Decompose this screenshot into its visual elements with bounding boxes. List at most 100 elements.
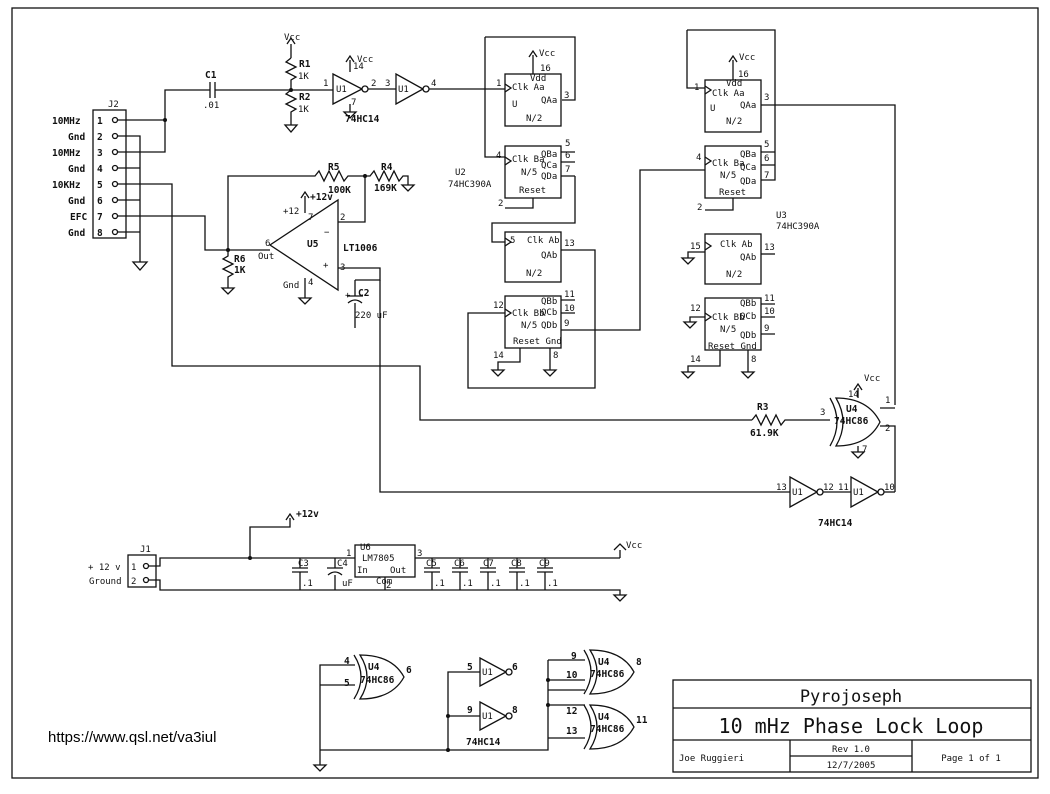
power-supply: J1 + 12 v Ground 1 2 +12v U6 LM7805 In O… [88, 509, 642, 602]
svg-text:Clk Bb: Clk Bb [512, 309, 545, 319]
svg-text:C3: C3 [298, 559, 309, 569]
svg-text:+12: +12 [283, 207, 299, 217]
j2-pin-label: Gnd [68, 132, 85, 143]
svg-text:3: 3 [820, 408, 825, 418]
svg-text:6: 6 [512, 662, 518, 673]
svg-text:QAb: QAb [541, 251, 557, 261]
svg-text:Clk Ab: Clk Ab [720, 240, 753, 250]
j2-pin-label: 10MHz [52, 116, 81, 127]
svg-text:U3: U3 [776, 211, 787, 221]
svg-text:R5: R5 [328, 162, 340, 173]
svg-text:2: 2 [371, 79, 376, 89]
svg-text:Vcc: Vcc [864, 374, 880, 384]
svg-text:.1: .1 [434, 579, 445, 589]
svg-text:11: 11 [764, 294, 775, 304]
svg-text:74HC86: 74HC86 [590, 669, 625, 680]
svg-text:10: 10 [566, 670, 578, 681]
svg-text:1: 1 [323, 79, 328, 89]
svg-text:QCb: QCb [541, 308, 557, 318]
svg-text:1: 1 [694, 83, 699, 93]
svg-text:Clk Ba: Clk Ba [512, 155, 545, 165]
j2-pin-num: 3 [97, 148, 103, 159]
svg-text:C5: C5 [426, 559, 437, 569]
svg-text:C2: C2 [358, 288, 369, 299]
svg-text:QDa: QDa [541, 172, 557, 182]
svg-text:U2: U2 [455, 168, 466, 178]
j2-pin-label: Gnd [68, 196, 85, 207]
svg-text:.1: .1 [302, 579, 313, 589]
svg-text:C9: C9 [539, 559, 550, 569]
svg-text:Vcc: Vcc [739, 53, 755, 63]
svg-text:QDb: QDb [541, 321, 557, 331]
svg-text:5: 5 [344, 678, 350, 689]
svg-text:8: 8 [751, 355, 756, 365]
svg-text:U1: U1 [336, 85, 347, 95]
svg-text:1: 1 [131, 563, 136, 573]
svg-text:+12v: +12v [310, 192, 333, 203]
svg-text:In: In [357, 566, 368, 576]
svg-text:100K: 100K [328, 185, 351, 196]
svg-text:U4: U4 [846, 404, 858, 415]
svg-text:.1: .1 [462, 579, 473, 589]
svg-text:7: 7 [308, 213, 313, 223]
svg-text:Gnd: Gnd [283, 281, 299, 291]
svg-text:13: 13 [776, 483, 787, 493]
j2-pin-num: 1 [97, 116, 103, 127]
j2-pin-num: 4 [97, 164, 103, 175]
svg-text:U1: U1 [853, 488, 864, 498]
svg-text:74HC86: 74HC86 [360, 675, 395, 686]
title-main: 10 mHz Phase Lock Loop [719, 714, 984, 738]
title-author: Joe Ruggieri [679, 754, 744, 764]
j2-ref: J2 [108, 100, 119, 110]
j2-pin-label: 10MHz [52, 148, 81, 159]
svg-text:2: 2 [697, 203, 702, 213]
j2-pin-label: Gnd [68, 228, 85, 239]
svg-text:R4: R4 [381, 162, 393, 173]
svg-text:Clk Ba: Clk Ba [712, 159, 745, 169]
svg-text:14: 14 [493, 351, 504, 361]
svg-text:U: U [710, 104, 715, 114]
svg-text:QBb: QBb [740, 299, 756, 309]
title-rev: Rev 1.0 [832, 745, 870, 755]
svg-text:3: 3 [564, 91, 569, 101]
svg-text:6: 6 [565, 151, 570, 161]
svg-text:6: 6 [764, 154, 769, 164]
svg-text:Vdd: Vdd [530, 74, 546, 84]
svg-text:10: 10 [884, 483, 895, 493]
svg-text:169K: 169K [374, 183, 397, 194]
svg-text:9: 9 [467, 705, 473, 716]
r1-value: 1K [298, 72, 309, 82]
svg-text:12: 12 [690, 304, 701, 314]
svg-text:U1: U1 [482, 712, 493, 722]
j2-pin-label: Gnd [68, 164, 85, 175]
svg-text:QBa: QBa [541, 150, 557, 160]
svg-text:N/2: N/2 [526, 114, 542, 124]
svg-text:.1: .1 [547, 579, 558, 589]
svg-text:14: 14 [690, 355, 701, 365]
svg-text:5: 5 [565, 139, 570, 149]
svg-text:7: 7 [764, 171, 769, 181]
svg-text:61.9K: 61.9K [750, 428, 779, 439]
svg-text:74HC14: 74HC14 [466, 737, 501, 748]
svg-text:9: 9 [564, 319, 569, 329]
svg-text:6: 6 [265, 239, 270, 249]
svg-text:10: 10 [764, 307, 775, 317]
svg-text:C4: C4 [337, 559, 348, 569]
svg-text:+: + [345, 291, 351, 301]
svg-text:Clk Ab: Clk Ab [527, 236, 560, 246]
svg-text:U4: U4 [368, 662, 380, 673]
svg-text:1K: 1K [234, 265, 246, 276]
svg-text:QAa: QAa [541, 96, 557, 106]
svg-text:74HC86: 74HC86 [590, 724, 625, 735]
svg-text:Reset Gnd: Reset Gnd [708, 342, 757, 352]
svg-text:74HC86: 74HC86 [834, 416, 869, 427]
svg-text:N/5: N/5 [521, 321, 537, 331]
svg-text:2: 2 [340, 213, 345, 223]
svg-text:Vcc: Vcc [357, 55, 373, 65]
svg-text:3: 3 [417, 549, 422, 559]
svg-text:74HC14: 74HC14 [345, 114, 380, 125]
